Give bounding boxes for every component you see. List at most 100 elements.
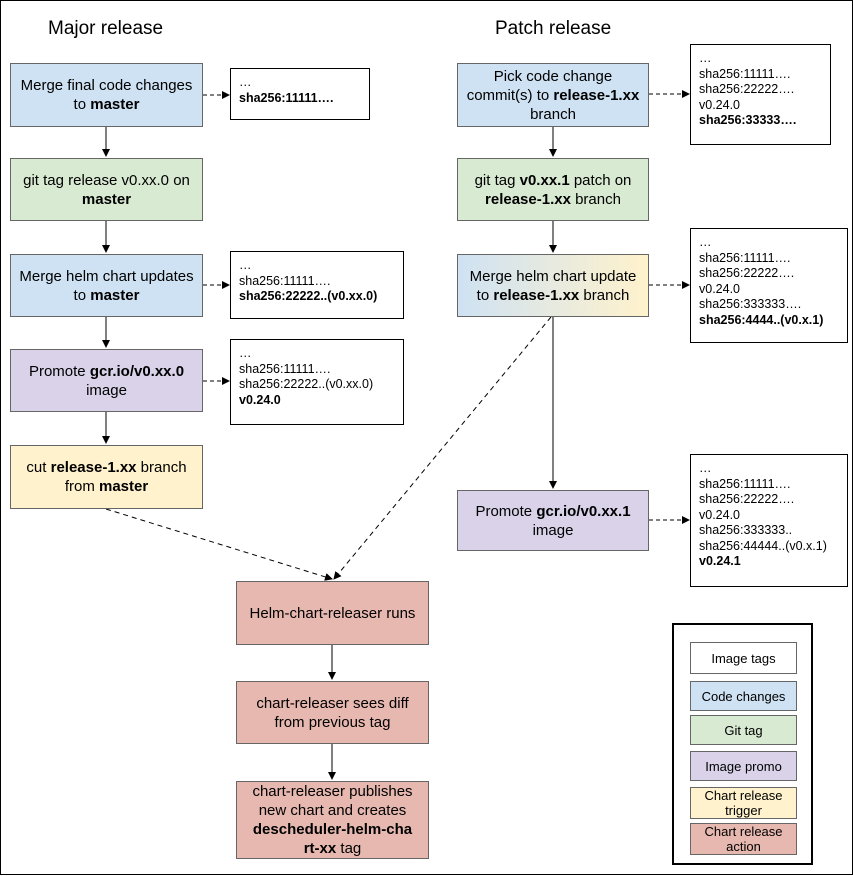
- image-tag-line: …: [699, 51, 712, 65]
- label-text: branch: [530, 105, 576, 123]
- label-bold-text: master: [90, 286, 140, 304]
- node-label: chart-releaser publishes new chart and c…: [245, 782, 420, 858]
- label-text: chart-releaser publishes new chart and c…: [252, 783, 413, 819]
- image-tag-line: v0.24.0: [239, 392, 281, 407]
- label-bold-text: master: [81, 190, 132, 208]
- chart-releaser-publish-node: chart-releaser publishes new chart and c…: [236, 781, 429, 859]
- image-tag-line: sha256:11111….: [699, 250, 791, 265]
- image-tag-line: sha256:22222..(v0.xx.0): [239, 289, 378, 303]
- node-label: cut release-1.xx branch from master: [17, 458, 196, 496]
- label-text: tag: [336, 840, 362, 857]
- major-promote-node: Promote gcr.io/v0.xx.0 image: [10, 349, 203, 412]
- legend-item-image-promo: Image promo: [690, 751, 797, 781]
- heading-major-release: Major release: [48, 18, 164, 39]
- label-text: image: [86, 381, 127, 399]
- label-bold-text: release-1.xx: [485, 190, 571, 208]
- major-cut-branch-node: cut release-1.xx branch from master: [10, 445, 203, 509]
- patch-image-tags-3: …sha256:11111….sha256:22222….v0.24.0 sha2…: [690, 454, 848, 587]
- image-tag-line: sha256:11111….: [239, 90, 334, 105]
- label-bold-text: gcr.io/v0.xx.1: [536, 502, 631, 520]
- label-text: Pick code change commit(s) to: [466, 67, 613, 104]
- edge-cut-to-chart-releaser: [105, 508, 333, 581]
- legend-item-git-tag: Git tag: [690, 715, 797, 745]
- chart-releaser-diff-node: chart-releaser sees diff from previous t…: [236, 681, 429, 744]
- label-text: patch on: [569, 171, 632, 189]
- label-bold-text: master: [90, 96, 140, 113]
- image-tag-line: sha256:333333….: [699, 297, 802, 311]
- label-bold-text: release-1.xx: [553, 86, 640, 104]
- label-bold-text: gcr.io/v0.xx.0: [89, 362, 185, 380]
- image-tag-line: sha256:44444..(v0.x.1): [699, 538, 827, 553]
- label-text: git tag release v0.xx.0 on: [23, 171, 190, 189]
- chart-releaser-runs-node: Helm-chart-releaser runs: [236, 581, 429, 645]
- image-tag-line: v0.24.1: [699, 554, 741, 568]
- major-image-tags-2: …sha256:11111….sha256:22222..(v0.xx.0): [230, 251, 404, 319]
- patch-pick-commits-node: Pick code change commit(s) to release-1.…: [457, 63, 649, 127]
- image-tag-line: …: [239, 258, 252, 272]
- image-tag-line: v0.24.0: [699, 97, 741, 112]
- label-text: Promote: [28, 362, 90, 380]
- image-tag-line: …: [239, 75, 252, 89]
- image-tag-line: sha256:11111….: [699, 66, 791, 81]
- image-tag-line: sha256:11111….: [699, 476, 791, 491]
- label-text: branch: [579, 286, 630, 304]
- node-label: Pick code change commit(s) to release-1.…: [464, 67, 642, 124]
- label-bold-text: descheduler-helm-cha rt-xx: [252, 821, 413, 857]
- node-label: git tag release v0.xx.0 on master: [17, 171, 196, 209]
- legend-label: Chart release action: [704, 824, 783, 854]
- label-text: branch from: [64, 459, 187, 495]
- legend-item-chart-release-action: Chart release action: [690, 823, 797, 855]
- major-git-tag-node: git tag release v0.xx.0 on master: [10, 158, 203, 221]
- image-tag-line: sha256:4444..(v0.x.1): [699, 312, 824, 327]
- legend-label: Git tag: [724, 722, 763, 738]
- patch-promote-node: Promote gcr.io/v0.xx.1 image: [457, 490, 649, 551]
- label-text: Merge helm chart updates to: [19, 267, 194, 304]
- image-tag-line: v0.24.0: [699, 281, 741, 296]
- label-text: branch: [570, 190, 621, 208]
- node-label: Merge helm chart update to release-1.xx …: [464, 267, 642, 305]
- label-text: image: [532, 521, 574, 539]
- legend-label: Image promo: [705, 758, 782, 774]
- image-tag-line: v0.24.0: [699, 507, 741, 522]
- label-bold-text: release-1.xx: [493, 286, 580, 304]
- image-tag-line: sha256:11111….: [239, 361, 331, 376]
- node-label: Promote gcr.io/v0.xx.0 image: [17, 362, 196, 400]
- patch-merge-helm-node: Merge helm chart update to release-1.xx …: [457, 254, 649, 317]
- label-text: chart-releaser sees diff from previous t…: [256, 694, 409, 731]
- label-bold-text: v0.xx.1: [519, 171, 570, 189]
- image-tag-line: …: [699, 461, 712, 475]
- major-image-tags-3: …sha256:11111….sha256:22222..(v0.xx.0)v0…: [230, 339, 404, 425]
- node-label: Merge final code changes to master: [17, 76, 196, 114]
- node-label: chart-releaser sees diff from previous t…: [243, 694, 422, 732]
- label-text: Promote: [475, 502, 537, 520]
- legend-item-code-changes: Code changes: [690, 681, 797, 711]
- major-merge-helm-node: Merge helm chart updates to master: [10, 254, 203, 317]
- label-text: Helm-chart-releaser runs: [249, 604, 416, 622]
- legend-label: Chart release trigger: [704, 788, 783, 818]
- image-tag-line: sha256:22222….: [699, 82, 795, 96]
- label-bold-text: master: [98, 478, 149, 495]
- image-tag-line: sha256:22222..(v0.xx.0): [239, 377, 374, 391]
- image-tag-line: sha256:33333….: [699, 113, 797, 127]
- image-tag-line: sha256:11111….: [239, 273, 331, 288]
- label-text: cut: [26, 459, 51, 476]
- major-merge-code-node: Merge final code changes to master: [10, 63, 203, 127]
- node-label: git tag v0.xx.1 patch on release-1.xx br…: [464, 171, 642, 209]
- label-text: Merge final code changes to: [20, 77, 193, 113]
- node-label: Promote gcr.io/v0.xx.1 image: [464, 502, 642, 540]
- legend-item-image-tags: Image tags: [690, 642, 797, 674]
- label-bold-text: release-1.xx: [50, 459, 137, 476]
- image-tag-line: …: [699, 235, 712, 249]
- patch-git-tag-node: git tag v0.xx.1 patch on release-1.xx br…: [457, 158, 649, 221]
- image-tag-line: sha256:22222….: [699, 266, 795, 280]
- legend-item-chart-release-trigger: Chart release trigger: [690, 787, 797, 819]
- major-image-tags-1: …sha256:11111….: [230, 68, 370, 120]
- image-tag-line: sha256:22222….: [699, 492, 795, 506]
- label-text: git tag: [474, 171, 520, 189]
- node-label: Helm-chart-releaser runs: [250, 604, 416, 623]
- legend-label: Image tags: [711, 650, 776, 666]
